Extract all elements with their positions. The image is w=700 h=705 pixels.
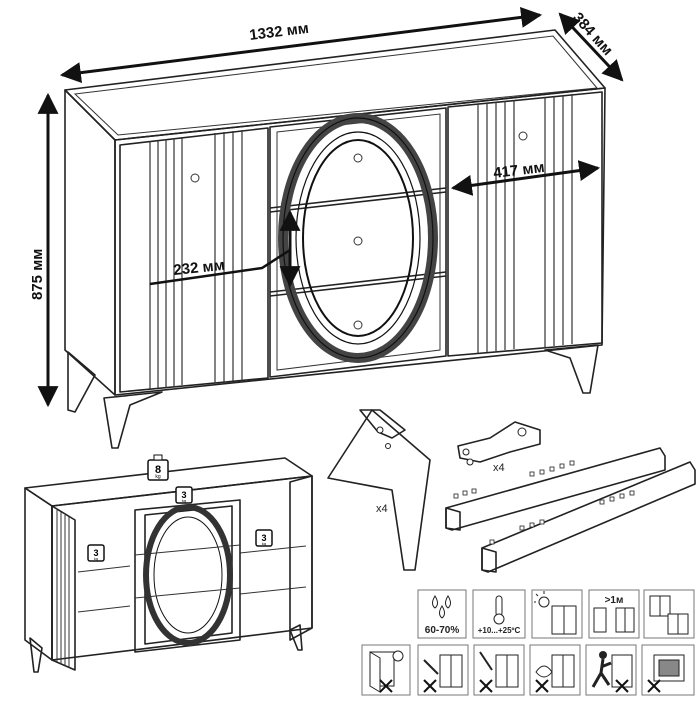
svg-text:3: 3 — [93, 548, 98, 558]
care-icons-row-1: 60-70% +10...+25ºC >1м — [417, 589, 695, 639]
svg-text:60-70%: 60-70% — [425, 625, 460, 636]
weight-right-shelf: 3 kg — [255, 529, 273, 547]
svg-text:8: 8 — [155, 464, 161, 476]
right-door-knob — [518, 131, 528, 141]
drawer-runners-part — [445, 447, 696, 573]
svg-text:kg: kg — [262, 541, 266, 546]
left-door-grooves — [149, 130, 243, 389]
width-dimension-label: 1332 мм — [248, 20, 309, 44]
hinges-quantity: x4 — [493, 462, 505, 474]
no-lean-icon — [473, 644, 525, 696]
door-ajar-icon — [361, 644, 411, 696]
svg-text:kg: kg — [182, 498, 186, 503]
depth-dimension-label: 384 мм — [569, 9, 616, 59]
left-door-knob — [190, 173, 200, 183]
svg-text:+10...+25ºC: +10...+25ºC — [478, 626, 521, 635]
legs-quantity: x4 — [376, 503, 388, 515]
right-door-grooves — [477, 94, 573, 353]
window-icon — [643, 589, 695, 639]
care-icons-row-2 — [361, 644, 695, 696]
central-drawer-block — [269, 107, 447, 378]
svg-text:kg: kg — [155, 474, 161, 480]
droplets-icon: 60-70% — [417, 589, 467, 639]
no-wet-cleaning-icon — [529, 644, 581, 696]
drawer-knob-top — [353, 153, 363, 163]
no-climb-icon — [585, 644, 637, 696]
height-dimension-label: 875 мм — [29, 249, 46, 300]
door-width-dimension-label: 417 мм — [492, 159, 545, 182]
svg-text:3: 3 — [261, 533, 266, 543]
cabinet-legs — [67, 344, 599, 449]
drawer-knob-bottom — [353, 320, 363, 330]
no-step-icon — [417, 644, 469, 696]
weight-drawer: 3 kg — [175, 486, 193, 504]
weight-left-shelf: 3 kg — [87, 544, 105, 562]
drawer-height-dimension-label: 232 мм — [173, 257, 226, 279]
distance-icon: >1м — [588, 589, 640, 639]
thermometer-icon: +10...+25ºC — [472, 589, 526, 639]
svg-text:3: 3 — [181, 490, 186, 500]
weight-top: 8 kg — [147, 454, 169, 481]
leg-part: x4 — [327, 409, 431, 571]
drawer-knob-middle — [353, 236, 363, 246]
open-cabinet-drawing: 8 kg 3 kg 3 kg 3 kg — [24, 454, 313, 673]
main-cabinet-drawing: 1332 мм 384 мм 875 мм 417 мм 232 мм — [29, 6, 624, 449]
no-heater-icon — [641, 644, 695, 696]
sunlight-icon — [531, 589, 583, 639]
svg-text:>1м: >1м — [605, 595, 624, 606]
hinge-part: x4 — [457, 421, 541, 474]
svg-text:kg: kg — [94, 556, 98, 561]
